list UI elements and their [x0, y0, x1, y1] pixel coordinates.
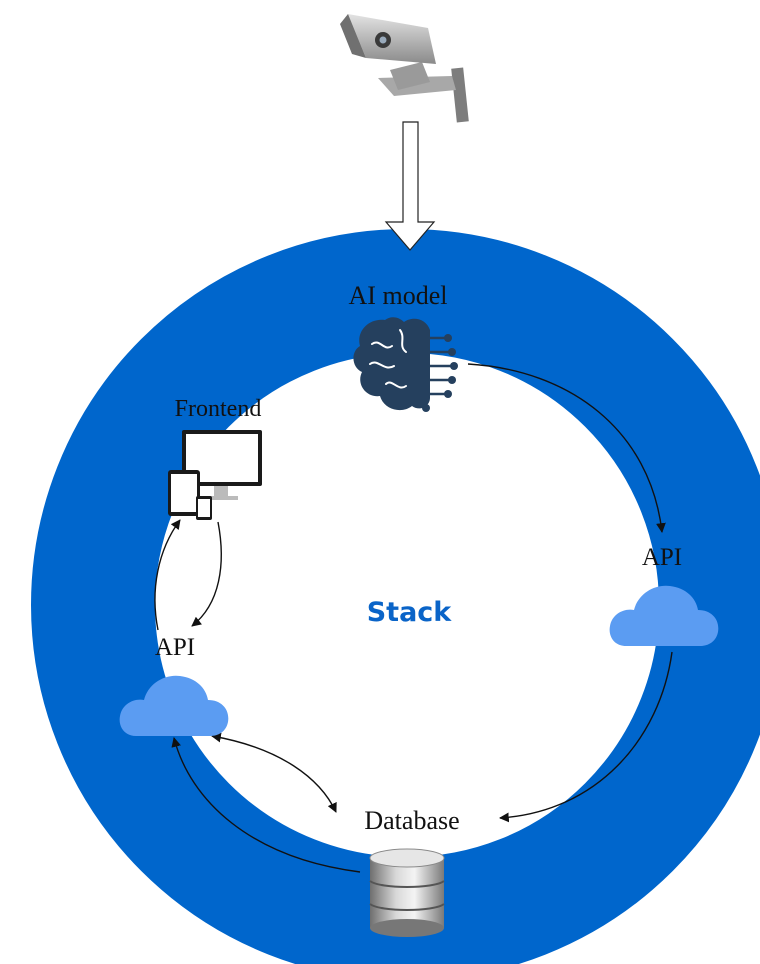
- api-left-to-database-arrow: [211, 732, 337, 813]
- database-icon: [369, 848, 445, 937]
- security-camera-icon: [340, 14, 469, 123]
- api-left-label: API: [155, 634, 195, 661]
- brain-circuit-icon: [353, 317, 458, 412]
- frontend-label: Frontend: [175, 396, 262, 422]
- database-label: Database: [364, 806, 459, 835]
- center-label: Stack: [367, 597, 453, 628]
- database-to-api-left-arrow: [171, 737, 361, 873]
- frontend-to-api-left-arrow: [191, 521, 222, 627]
- ai-to-api-right-arrow: [467, 363, 666, 533]
- ai-model-label: AI model: [349, 281, 448, 310]
- cloud-icon: [119, 675, 229, 736]
- api-right-to-database-arrow: [499, 651, 673, 823]
- api-left-to-frontend-arrow: [154, 519, 181, 631]
- cloud-icon: [609, 585, 719, 646]
- api-right-label: API: [642, 544, 682, 571]
- camera-to-ai-arrow: [384, 121, 436, 251]
- devices-icon: [168, 430, 262, 520]
